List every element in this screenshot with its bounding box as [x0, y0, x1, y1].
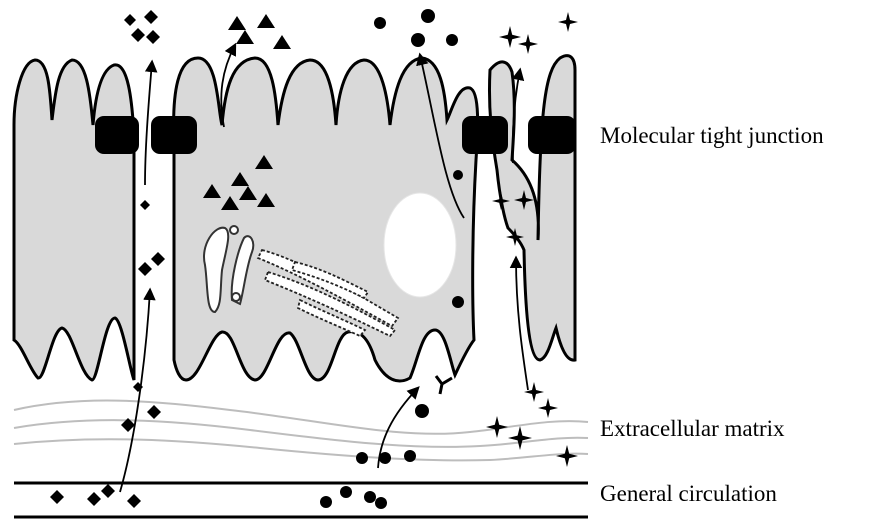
general-circulation-label: General circulation: [600, 481, 777, 507]
left-epithelial-cell: [14, 60, 134, 380]
circle: [404, 450, 416, 462]
circle: [415, 404, 429, 418]
diamond: [101, 484, 115, 498]
tight-junction-center: [151, 116, 197, 154]
circle: [374, 17, 386, 29]
cell-nucleus: [384, 193, 456, 297]
diamond: [138, 262, 152, 276]
triangle: [257, 14, 275, 28]
circle: [340, 486, 352, 498]
star: [538, 398, 558, 418]
tight-junction-label: Molecular tight junction: [600, 123, 824, 149]
diamond: [147, 405, 161, 419]
circle: [411, 33, 425, 47]
circle: [446, 34, 458, 46]
circle: [453, 170, 463, 180]
diamond: [127, 494, 141, 508]
star: [558, 12, 578, 32]
diamond: [140, 200, 150, 210]
diamond: [146, 30, 160, 44]
circle: [421, 9, 435, 23]
circle: [379, 452, 391, 464]
extracellular-matrix-lines: [14, 401, 588, 461]
star: [556, 445, 578, 467]
diamond: [131, 28, 145, 42]
circle: [452, 296, 464, 308]
right-epithelial-cell: [489, 56, 575, 361]
arrow-paracellular-up: [145, 62, 152, 185]
triangle: [228, 16, 246, 30]
diamond: [87, 492, 101, 506]
circle: [320, 496, 332, 508]
tight-junction-right-2: [528, 116, 576, 154]
diamond: [124, 14, 136, 26]
circle: [356, 452, 368, 464]
star: [499, 26, 521, 48]
triangle: [236, 30, 254, 44]
circle: [375, 497, 387, 509]
triangle: [273, 35, 291, 49]
tight-junction-left: [95, 116, 139, 154]
star: [508, 426, 532, 450]
diamond: [50, 490, 64, 504]
star: [486, 416, 508, 438]
extracellular-matrix-label: Extracellular matrix: [600, 416, 785, 442]
receptor-icon: [436, 376, 452, 394]
circle: [364, 491, 376, 503]
diamond: [144, 10, 158, 24]
diamond: [151, 252, 165, 266]
tight-junction-right-1: [462, 116, 508, 154]
